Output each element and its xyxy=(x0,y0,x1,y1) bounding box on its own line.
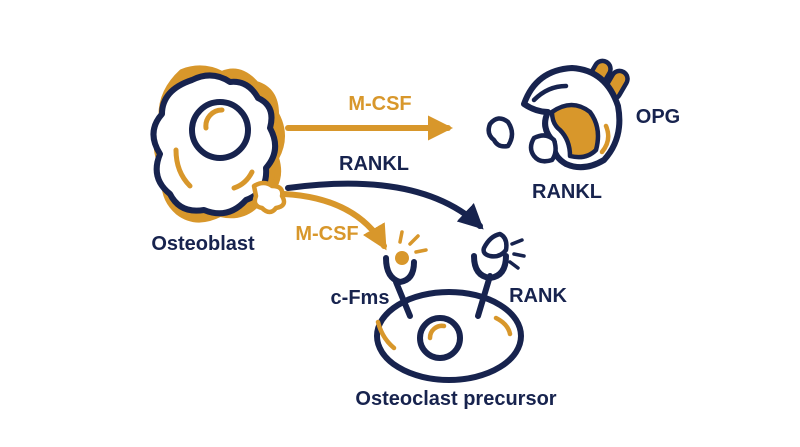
rankl-complex-label: RANKL xyxy=(532,181,602,203)
osteoclast-precursor-label: Osteoclast precursor xyxy=(355,388,556,410)
osteoclast-precursor-cell-icon xyxy=(374,289,524,383)
osteoblast-cell-icon xyxy=(150,65,287,223)
mcsf-lower-label: M-CSF xyxy=(295,223,358,245)
osteoblast-label: Osteoblast xyxy=(151,233,255,255)
mcsf-lower-arrow xyxy=(281,191,387,251)
rankl-arrow-label: RANKL xyxy=(339,153,409,175)
cfms-label: c-Fms xyxy=(331,287,390,309)
rank-receptor-icon xyxy=(471,231,526,319)
cfms-receptor-icon xyxy=(383,230,428,319)
rankl-arrow xyxy=(285,180,484,230)
opg-rankl-complex-icon xyxy=(486,58,630,171)
rank-label: RANK xyxy=(509,285,567,307)
opg-label: OPG xyxy=(636,106,680,128)
mcsf-top-label: M-CSF xyxy=(348,93,411,115)
